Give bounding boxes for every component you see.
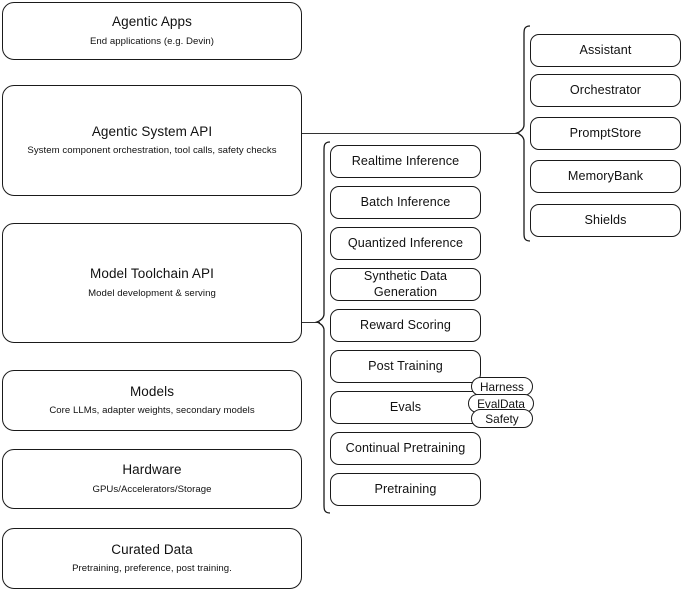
eval-pill-label: Safety	[485, 411, 519, 426]
component-label: MemoryBank	[567, 168, 644, 183]
layer-title: Agentic Apps	[111, 14, 192, 30]
component-assistant[interactable]: Assistant	[530, 34, 681, 67]
capability-batch-inference[interactable]: Batch Inference	[330, 186, 481, 219]
capability-realtime-inference[interactable]: Realtime Inference	[330, 145, 481, 178]
eval-pill-label: Harness	[480, 379, 524, 394]
capability-label: Quantized Inference	[347, 235, 464, 250]
toolchain-capabilities-bracket	[314, 141, 334, 515]
component-shields[interactable]: Shields	[530, 204, 681, 237]
capability-label: Realtime Inference	[351, 153, 460, 168]
capability-synthetic-data-generation[interactable]: Synthetic Data Generation	[330, 268, 481, 301]
capability-label: Pretraining	[374, 481, 437, 496]
layer-title: Models	[129, 383, 175, 399]
layer-subtitle: Model development & serving	[88, 287, 216, 299]
layer-curated-data[interactable]: Curated Data Pretraining, preference, po…	[2, 528, 302, 589]
layer-subtitle: GPUs/Accelerators/Storage	[92, 483, 212, 495]
layer-title: Model Toolchain API	[90, 266, 214, 282]
component-label: Assistant	[579, 42, 632, 57]
capability-label: Synthetic Data Generation	[363, 268, 448, 299]
capability-label: Evals	[389, 399, 422, 414]
connector-line-system-api	[302, 133, 517, 134]
capability-pretraining[interactable]: Pretraining	[330, 473, 481, 506]
layer-title: Agentic System API	[91, 123, 213, 139]
capability-label: Post Training	[368, 358, 443, 373]
layer-title: Hardware	[122, 462, 182, 478]
system-components-bracket	[514, 25, 534, 243]
layer-subtitle: End applications (e.g. Devin)	[89, 35, 215, 47]
layer-model-toolchain-api[interactable]: Model Toolchain API Model development & …	[2, 223, 302, 343]
layer-subtitle: Pretraining, preference, post training.	[72, 563, 232, 575]
component-label: PromptStore	[569, 125, 642, 140]
layer-subtitle: System component orchestration, tool cal…	[27, 145, 277, 157]
eval-pill-label: EvalData	[477, 396, 525, 411]
capability-label: Continual Pretraining	[345, 440, 466, 455]
component-memorybank[interactable]: MemoryBank	[530, 160, 681, 193]
capability-label: Reward Scoring	[360, 317, 451, 332]
layer-title: Curated Data	[111, 541, 193, 557]
layer-hardware[interactable]: Hardware GPUs/Accelerators/Storage	[2, 449, 302, 509]
layer-models[interactable]: Models Core LLMs, adapter weights, secon…	[2, 370, 302, 431]
eval-pill-harness[interactable]: Harness	[471, 377, 533, 396]
capability-label: Batch Inference	[360, 194, 451, 209]
capability-reward-scoring[interactable]: Reward Scoring	[330, 309, 481, 342]
capability-post-training[interactable]: Post Training	[330, 350, 481, 383]
capability-quantized-inference[interactable]: Quantized Inference	[330, 227, 481, 260]
layer-agentic-system-api[interactable]: Agentic System API System component orch…	[2, 85, 302, 196]
component-orchestrator[interactable]: Orchestrator	[530, 74, 681, 107]
component-label: Shields	[584, 212, 627, 227]
capability-continual-pretraining[interactable]: Continual Pretraining	[330, 432, 481, 465]
layer-subtitle: Core LLMs, adapter weights, secondary mo…	[49, 405, 255, 417]
component-promptstore[interactable]: PromptStore	[530, 117, 681, 150]
component-label: Orchestrator	[569, 82, 642, 97]
capability-evals[interactable]: Evals	[330, 391, 481, 424]
eval-pill-safety[interactable]: Safety	[471, 409, 533, 428]
layer-agentic-apps[interactable]: Agentic Apps End applications (e.g. Devi…	[2, 2, 302, 60]
connector-line-toolchain-api	[302, 322, 320, 323]
